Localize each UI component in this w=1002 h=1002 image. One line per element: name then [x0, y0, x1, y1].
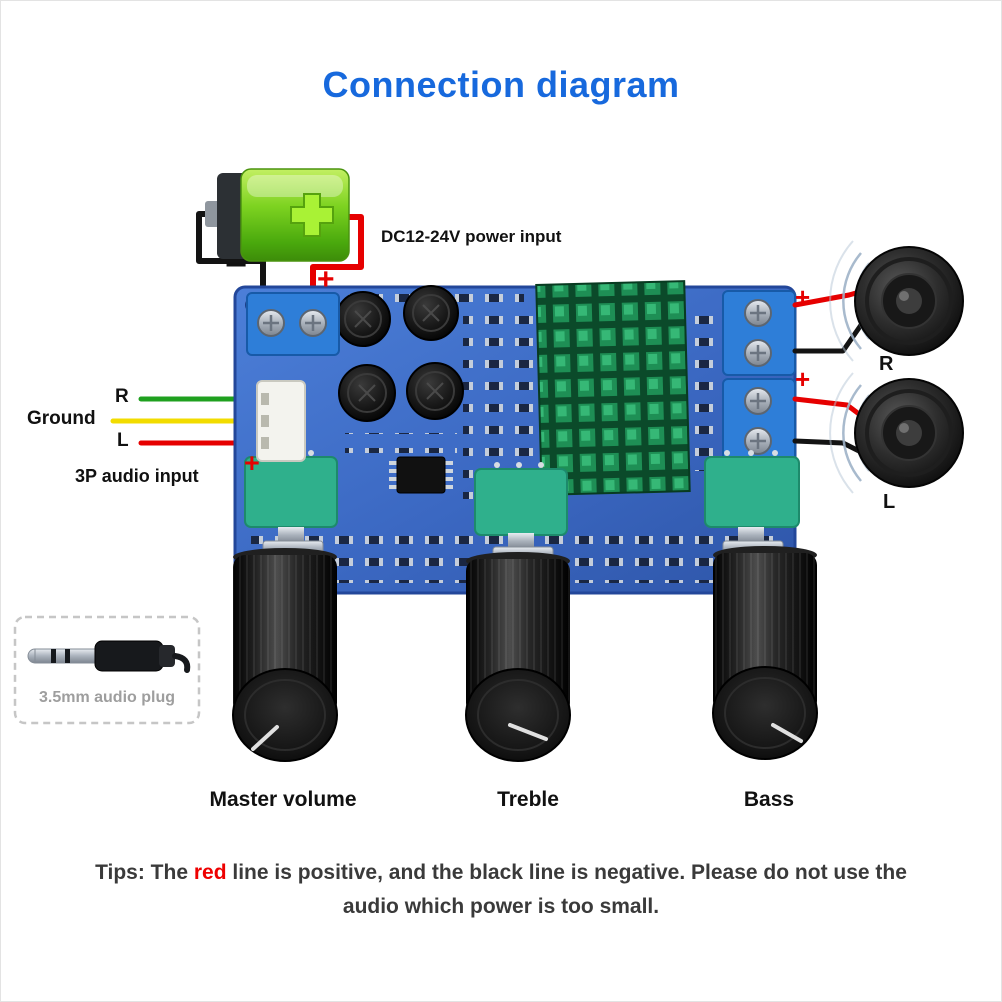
tips-line-1: Tips: The red line is positive, and the …	[1, 861, 1001, 884]
tips-line-2: audio which power is too small.	[342, 895, 660, 918]
knob-label-bass: Bass	[743, 788, 795, 811]
battery-plus-label: +	[317, 263, 335, 296]
knob-pointer	[771, 723, 803, 743]
audio-input-ground-label: Ground	[27, 408, 96, 429]
knob-bass	[712, 546, 818, 760]
knob-pointer	[251, 725, 279, 751]
audio-input-r-label: R	[115, 386, 129, 407]
knob-master-volume	[232, 548, 338, 762]
speaker-l-label: L	[883, 491, 896, 513]
page-title: Connection diagram	[322, 64, 680, 105]
knob-label-master-volume: Master volume	[209, 788, 357, 811]
speaker-r-illustration	[829, 240, 964, 362]
audio-input-plus-label: +	[244, 448, 260, 478]
sound-wave-icon	[842, 252, 862, 350]
audio-plug-label: 3.5mm audio plug	[38, 689, 175, 706]
battery-gloss	[247, 175, 343, 197]
ic-chip	[389, 456, 453, 494]
tips-part2: line is positive, and the black line is …	[226, 861, 907, 884]
battery-plus-icon	[290, 193, 334, 237]
knob-pointer	[508, 723, 548, 741]
audio-connector	[256, 380, 306, 462]
audio-plug-box	[13, 615, 201, 725]
potentiometer-treble	[474, 462, 568, 562]
power-input-label: DC12-24V power input	[381, 227, 562, 246]
audio-input-l-label: L	[117, 430, 129, 451]
power-wire-positive	[310, 214, 364, 310]
sound-wave-icon	[829, 240, 854, 362]
speaker-l-plus-label: +	[795, 364, 811, 394]
tips-red-word: red	[193, 861, 227, 884]
audio-input-label: 3P audio input	[75, 466, 199, 486]
tips-part1: Tips: The	[95, 861, 194, 884]
power-terminal-block	[246, 292, 340, 356]
battery-minus-label: −	[225, 244, 248, 286]
speaker-r-plus-label: +	[795, 282, 811, 312]
battery-illustration	[205, 168, 350, 262]
speaker-l-positive-wire	[792, 396, 866, 420]
amplifier-board	[233, 280, 800, 595]
sound-wave-icon	[829, 372, 854, 494]
speaker-l-negative-wire	[792, 438, 862, 454]
audio-plug-illustration	[27, 640, 191, 673]
heatsink	[535, 280, 691, 496]
power-wire-negative	[196, 211, 266, 310]
capacitors	[335, 285, 464, 422]
sound-wave-icon	[842, 384, 862, 482]
power-wires	[196, 211, 364, 310]
speaker-r-label: R	[879, 353, 894, 375]
speaker-r-negative-wire	[792, 322, 864, 354]
speaker-l-illustration	[829, 372, 964, 494]
knob-label-treble: Treble	[497, 788, 559, 811]
knob-treble	[465, 552, 571, 762]
speaker-terminal-blocks	[722, 290, 796, 464]
